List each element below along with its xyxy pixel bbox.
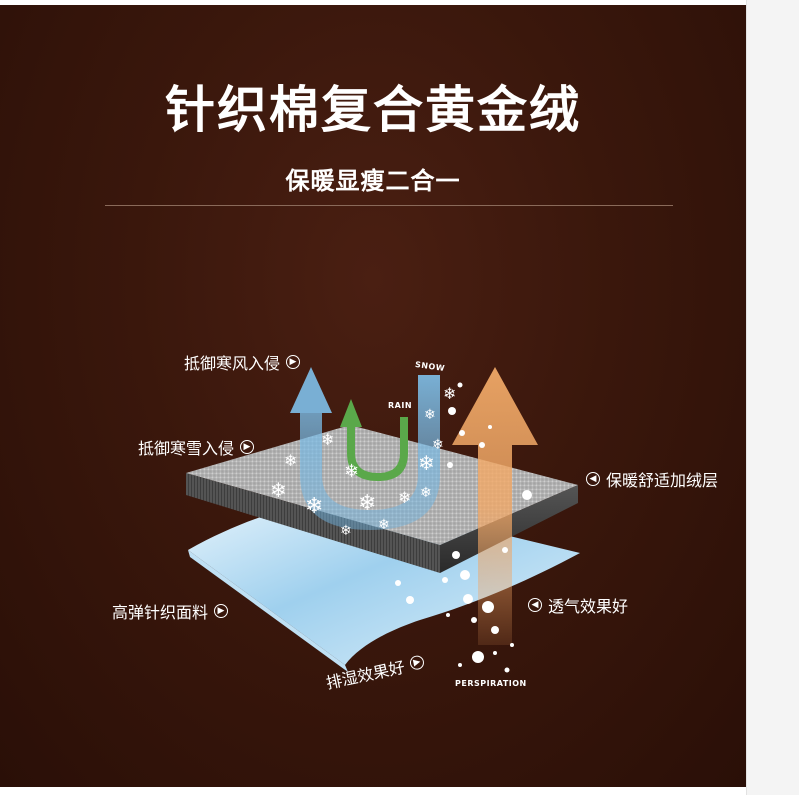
product-feature-panel: 针织棉复合黄金绒 保暖显瘦二合一 (0, 5, 746, 787)
label-warm-layer-text: 保暖舒适加绒层 (606, 471, 719, 490)
label-wind-resistance: 抵御寒风入侵 ▶ (184, 350, 301, 374)
circle-left-arrow-icon: ◀ (586, 472, 600, 486)
label-knit-fabric: 高弹针织面料 ▶ (112, 599, 229, 623)
title-divider (105, 205, 673, 206)
snow-deflect-arrow (290, 367, 440, 530)
snowflake-icon: ❄ (270, 478, 287, 502)
snowflake-icon: ❄ (340, 523, 352, 539)
snowflake-icons: ❄ ❄ ❄ ❄ ❄ ❄ ❄ ❄ ❄ ❄ ❄ ❄ ❄ ❄ (270, 384, 456, 539)
snowflake-icon: ❄ (432, 437, 444, 453)
label-breathable: ◀ 透气效果好 (528, 593, 628, 617)
snowflake-icon: ❄ (443, 384, 456, 403)
label-snow-text: 抵御寒雪入侵 (138, 439, 235, 458)
circle-right-arrow-icon: ▶ (286, 355, 301, 369)
perspiration-arrow (452, 367, 538, 645)
circle-left-arrow-icon: ◀ (528, 598, 542, 612)
circle-right-arrow-icon: ▶ (408, 654, 426, 671)
circle-right-arrow-icon: ▶ (240, 440, 255, 454)
snowflake-icon: ❄ (358, 491, 376, 516)
snowflake-icon: ❄ (424, 407, 436, 423)
label-knit-fabric-text: 高弹针织面料 (112, 603, 209, 622)
label-warm-layer: ◀ 保暖舒适加绒层 (586, 467, 718, 491)
snowflake-icon: ❄ (420, 485, 432, 501)
snowflake-icon: ❄ (321, 430, 334, 449)
label-wind-text: 抵御寒风入侵 (184, 354, 281, 373)
perspiration-caption: PERSPIRATION (455, 679, 527, 688)
page-subtitle: 保暖显瘦二合一 (285, 167, 461, 195)
fabric-layer-diagram: ❄ ❄ ❄ ❄ ❄ ❄ ❄ ❄ ❄ ❄ ❄ ❄ ❄ ❄ (186, 367, 580, 673)
snowflake-icon: ❄ (305, 494, 323, 519)
right-side-strip (746, 0, 799, 795)
label-breathable-text: 透气效果好 (548, 597, 629, 616)
rain-deflect-arrow (340, 399, 408, 481)
moisture-particles (395, 382, 532, 673)
label-snow-resistance: 抵御寒雪入侵 ▶ (138, 435, 255, 459)
snowflake-icon: ❄ (398, 488, 411, 507)
page-title: 针织棉复合黄金绒 (165, 81, 581, 139)
snowflake-icon: ❄ (378, 517, 390, 533)
circle-right-arrow-icon: ▶ (214, 604, 229, 618)
rain-caption: RAIN (388, 401, 413, 410)
snowflake-icon: ❄ (418, 451, 435, 475)
snowflake-icon: ❄ (344, 461, 359, 482)
snowflake-icon: ❄ (284, 451, 297, 470)
